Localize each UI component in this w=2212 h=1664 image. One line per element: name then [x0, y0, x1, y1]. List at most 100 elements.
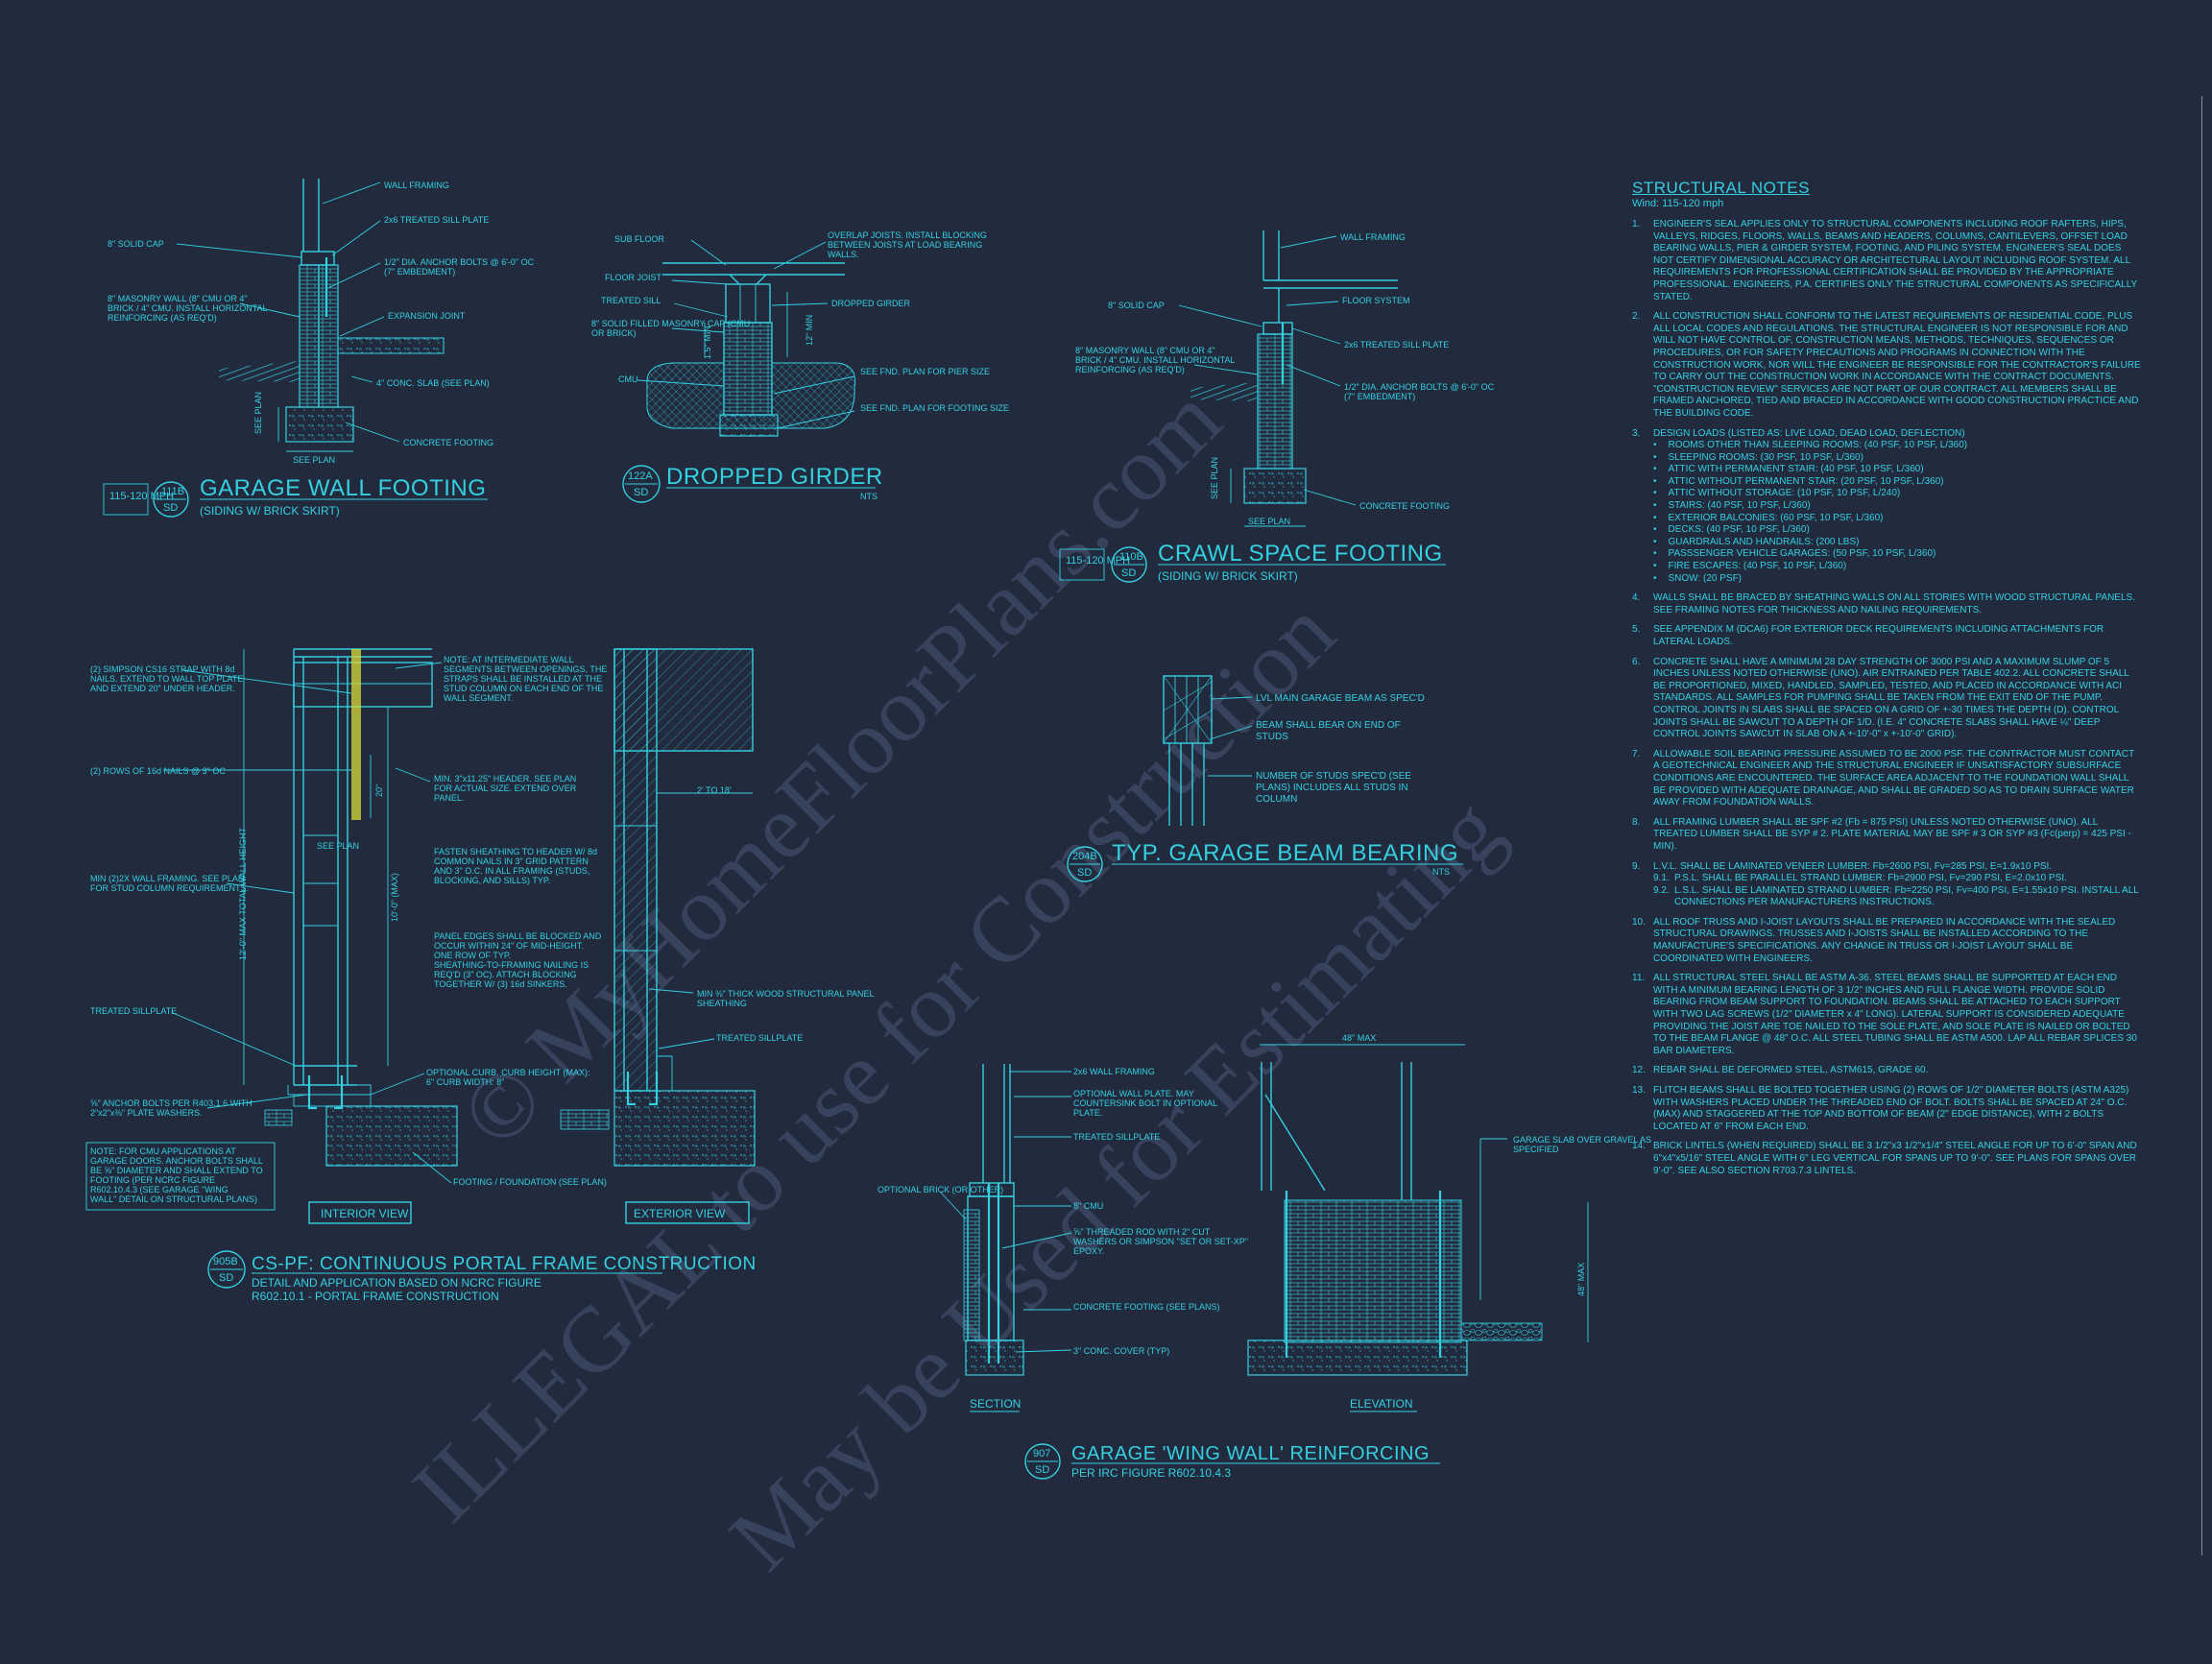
design-load-bullet: ATTIC WITH PERMANENT STAIR: (40 PSF, 10 …: [1653, 464, 2141, 476]
structural-note-text: DESIGN LOADS (LISTED AS: LIVE LOAD, DEAD…: [1653, 428, 2141, 586]
design-load-bullet: SLEEPING ROOMS: (30 PSF, 10 PSF, L/360): [1653, 452, 2141, 465]
bb-nts: NTS: [1432, 867, 1450, 877]
ww-cover: 3" CONC. COVER (TYP): [1073, 1346, 1169, 1356]
csf-sill-plate: 2x6 TREATED SILL PLATE: [1344, 340, 1449, 350]
ww-max-h: 48" MAX: [1576, 1263, 1586, 1296]
design-load-bullet: ROOMS OTHER THAN SLEEPING ROOMS: (40 PSF…: [1653, 440, 2141, 452]
ww-tag-sheet: SD: [1035, 1464, 1049, 1476]
structural-note-number: 3.: [1632, 427, 1641, 439]
design-load-bullet: ATTIC WITHOUT PERMANENT STAIR: (20 PSF, …: [1653, 476, 2141, 489]
structural-note-item: 5. SEE APPENDIX M (DCA6) FOR EXTERIOR DEC…: [1632, 624, 2141, 648]
structural-note-text: REBAR SHALL BE DEFORMED STEEL, ASTM615, …: [1653, 1065, 1929, 1076]
structural-note-text: FLITCH BEAMS SHALL BE BOLTED TOGETHER US…: [1653, 1085, 2129, 1132]
pf-sillplate: TREATED SILLPLATE: [90, 1006, 177, 1016]
dg-sub-floor: SUB FLOOR: [614, 234, 665, 244]
csf-floor-system: FLOOR SYSTEM: [1342, 296, 1410, 305]
structural-note-item: 8. ALL FRAMING LUMBER SHALL BE SPF #2 (Fb…: [1632, 817, 2141, 854]
dg-treated-sill: TREATED SILL: [601, 296, 661, 305]
structural-note-text: ALL ROOF TRUSS AND I-JOIST LAYOUTS SHALL…: [1653, 916, 2116, 964]
design-load-bullet: ATTIC WITHOUT STORAGE: (10 PSF, 10 PSF, …: [1653, 488, 2141, 500]
gwf-tag-num: 111B: [161, 486, 184, 497]
ww-cmu: 8" CMU: [1073, 1201, 1103, 1211]
structural-notes: STRUCTURAL NOTES Wind: 115-120 mph 1.ENG…: [1632, 179, 2141, 1185]
dg-tag-num: 122A: [628, 470, 653, 482]
structural-note-item: 12. REBAR SHALL BE DEFORMED STEEL, ASTM61…: [1632, 1065, 2141, 1077]
structural-notes-list: 1.ENGINEER'S SEAL APPLIES ONLY TO STRUCT…: [1632, 219, 2141, 1177]
structural-note-text: ALL FRAMING LUMBER SHALL BE SPF #2 (Fb =…: [1653, 816, 2131, 852]
sheet-edge-line: [2201, 96, 2202, 1555]
structural-note-text: ALL STRUCTURAL STEEL SHALL BE ASTM A-36.…: [1653, 973, 2137, 1056]
gwf-footing: CONCRETE FOOTING: [403, 438, 493, 447]
structural-note-number: 8.: [1632, 816, 1641, 828]
structural-note-item: 6.CONCRETE SHALL HAVE A MINIMUM 28 DAY S…: [1632, 657, 2141, 741]
detail-garage-wall-footing: SEE PLAN SEE PLAN WALL FRAMING 2x6 TREAT…: [103, 179, 535, 518]
pf-dim-20: 20": [374, 784, 384, 797]
gwf-see-plan-v: SEE PLAN: [253, 392, 263, 434]
csf-solid-cap: 8" SOLID CAP: [1108, 301, 1165, 310]
pf-curb: OPTIONAL CURB. CURB HEIGHT (MAX):6" CURB…: [426, 1068, 590, 1087]
bb-title: TYP. GARAGE BEAM BEARING: [1112, 840, 1458, 866]
pf-see-plan-a: SEE PLAN: [317, 841, 359, 851]
structural-note-text: L.V.L. SHALL BE LAMINATED VENEER LUMBER:…: [1653, 861, 2141, 909]
csf-see-plan: SEE PLAN: [1248, 517, 1290, 526]
gwf-anchor: 1/2" DIA. ANCHOR BOLTS @ 6'-0" OC(7" EMB…: [384, 257, 535, 277]
structural-note-number: 9.: [1632, 860, 1641, 872]
ww-wall-framing: 2x6 WALL FRAMING: [1073, 1067, 1155, 1076]
detail-wing-wall: 2x6 WALL FRAMING OPTIONAL WALL PLATE. MA…: [878, 1033, 1651, 1480]
structural-note-number: 14.: [1632, 1141, 1646, 1152]
ww-opt-brick: OPTIONAL BRICK (OR OTHER): [878, 1185, 1003, 1194]
dg-tag-sheet: SD: [634, 487, 648, 498]
gwf-expansion: EXPANSION JOINT: [388, 311, 466, 321]
structural-note-number: 10.: [1632, 916, 1646, 928]
ww-subtitle: PER IRC FIGURE R602.10.4.3: [1071, 1466, 1231, 1480]
design-load-bullet: PASSSENGER VEHICLE GARAGES: (50 PSF, 10 …: [1653, 548, 2141, 561]
ww-sillplate: TREATED SILLPLATE: [1073, 1132, 1160, 1142]
detail-crawl-space-footing: SEE PLAN SEE PLAN WALL FRAMING FLOOR SYS…: [1059, 230, 1495, 583]
pf-dim-2-18: 2' TO 18': [697, 785, 732, 795]
pf-footing: FOOTING / FOUNDATION (SEE PLAN): [453, 1177, 607, 1187]
csf-subtitle: (SIDING W/ BRICK SKIRT): [1158, 569, 1298, 583]
gwf-slab: 4" CONC. SLAB (SEE PLAN): [376, 378, 490, 388]
structural-note-item: 10. ALL ROOF TRUSS AND I-JOIST LAYOUTS SH…: [1632, 917, 2141, 965]
bb-tag-sheet: SD: [1077, 867, 1092, 879]
detail-dropped-girder: SUB FLOOR OVERLAP JOISTS. INSTALL BLOCKI…: [591, 230, 1009, 503]
structural-note-number: 11.: [1632, 973, 1646, 984]
dg-dropped-girder: DROPPED GIRDER: [831, 299, 911, 308]
pf-subtitle-2: R602.10.1 - PORTAL FRAME CONSTRUCTION: [252, 1290, 499, 1303]
structural-note-number: 2.: [1632, 311, 1641, 323]
structural-note-subitem: 9.2.L.S.L. SHALL BE LAMINATED STRAND LUM…: [1653, 884, 2139, 908]
csf-title: CRAWL SPACE FOOTING: [1158, 541, 1443, 567]
csf-see-plan-v: SEE PLAN: [1210, 457, 1219, 499]
structural-note-number: 6.: [1632, 656, 1641, 667]
structural-note-text: SEE APPENDIX M (DCA6) FOR EXTERIOR DECK …: [1653, 624, 2104, 647]
csf-wall-framing: WALL FRAMING: [1340, 232, 1406, 242]
ww-title: GARAGE 'WING WALL' REINFORCING: [1071, 1443, 1430, 1464]
gwf-solid-cap: 8" SOLID CAP: [108, 239, 164, 249]
gwf-tag-sheet: SD: [163, 502, 178, 514]
detail-beam-bearing: LVL MAIN GARAGE BEAM AS SPEC'D BEAM SHAL…: [1067, 675, 1463, 882]
structural-note-number: 1.: [1632, 219, 1641, 229]
design-load-bullet: FIRE ESCAPES: (40 PSF, 10 PSF, L/360): [1653, 561, 2141, 573]
structural-note-item: 3. DESIGN LOADS (LISTED AS: LIVE LOAD, DE…: [1632, 428, 2141, 586]
ww-max-w: 48" MAX: [1342, 1033, 1376, 1043]
dg-cmu: CMU: [618, 374, 638, 384]
dg-floor-joist: FLOOR JOIST: [605, 273, 662, 282]
structural-note-number: 12.: [1632, 1065, 1646, 1076]
csf-footing: CONCRETE FOOTING: [1359, 501, 1450, 511]
structural-note-text: ALL CONSTRUCTION SHALL CONFORM TO THE LA…: [1653, 311, 2141, 419]
csf-tag-sheet: SD: [1121, 567, 1136, 579]
pf-tag-num: 905B: [213, 1256, 238, 1267]
csf-tag-wind: 115-120 MPH: [1066, 555, 1130, 567]
structural-note-item: 4.WALLS SHALL BE BRACED BY SHEATHING WAL…: [1632, 592, 2141, 616]
structural-note-number: 5.: [1632, 624, 1641, 636]
design-load-bullet: STAIRS: (40 PSF, 10 PSF, L/360): [1653, 500, 2141, 513]
